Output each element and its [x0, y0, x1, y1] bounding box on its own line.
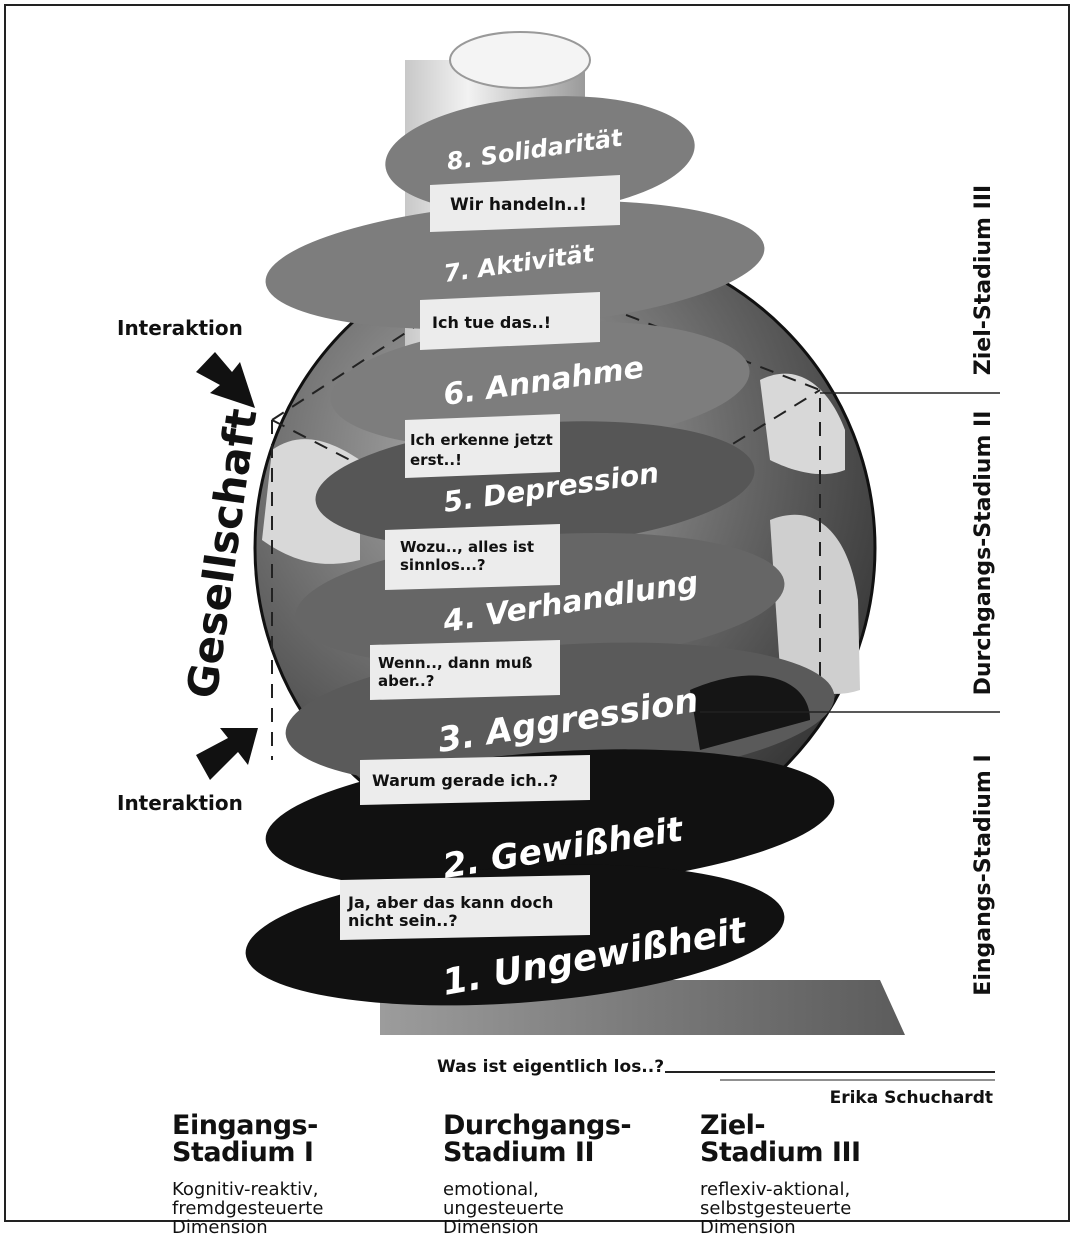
legend-eingangs-title-line2: Stadium I — [172, 1137, 314, 1168]
legend-durchgangs-desc-line1: emotional, — [443, 1179, 539, 1200]
legend-eingangs-desc-line1: Kognitiv-reaktiv, — [172, 1179, 319, 1200]
quote-stage-6-line1: Ich erkenne jetzt — [410, 431, 553, 449]
interaction-label-top: Interaktion — [117, 316, 243, 340]
legend-eingangs-title: Eingangs- Stadium I — [172, 1112, 432, 1166]
quote-stage-2-line2: nicht sein..? — [348, 911, 458, 930]
legend-durchgangs-title-line1: Durchgangs- — [443, 1110, 632, 1141]
quote-stage-8: Wir handeln..! — [450, 195, 587, 215]
quote-stage-6-line2: erst..! — [410, 451, 462, 469]
legend-ziel-desc-line3: Dimension — [700, 1217, 796, 1238]
quote-bands — [340, 175, 620, 940]
side-label-ziel: Ziel-Stadium III — [971, 185, 996, 375]
quote-stage-4: Wenn.., dann muß aber..? — [378, 654, 538, 690]
legend-ziel-title-line1: Ziel- — [700, 1110, 766, 1141]
legend-eingangs-desc: Kognitiv-reaktiv, fremdgesteuerte Dimens… — [172, 1180, 432, 1237]
interaction-label-bottom: Interaktion — [117, 791, 243, 815]
legend-eingangs-title-line1: Eingangs- — [172, 1110, 318, 1141]
quote-stage-3: Warum gerade ich..? — [372, 771, 558, 790]
legend-ziel-title-line2: Stadium III — [700, 1137, 861, 1168]
quote-stage-2-line1: Ja, aber das kann doch — [347, 893, 553, 912]
quote-stage-6: Ich erkenne jetzt erst..! — [410, 431, 558, 469]
legend-ziel-title: Ziel- Stadium III — [700, 1112, 960, 1166]
side-label-durchgangs: Durchgangs-Stadium II — [971, 411, 996, 696]
legend-durchgangs-desc: emotional, ungesteuerte Dimension — [443, 1180, 703, 1237]
interaction-arrow-top-icon — [196, 352, 255, 408]
quote-stage-4-line2: aber..? — [378, 672, 434, 690]
legend-ziel-desc: reflexiv-aktional, selbstgesteuerte Dime… — [700, 1180, 960, 1237]
legend-durchgangs: Durchgangs- Stadium II emotional, ungest… — [443, 1112, 703, 1237]
legend-durchgangs-title: Durchgangs- Stadium II — [443, 1112, 703, 1166]
legend-ziel: Ziel- Stadium III reflexiv-aktional, sel… — [700, 1112, 960, 1237]
author-name: Erika Schuchardt — [830, 1088, 993, 1108]
quote-stage-1: Was ist eigentlich los..? — [437, 1057, 664, 1077]
legend-durchgangs-title-line2: Stadium II — [443, 1137, 595, 1168]
legend-ziel-desc-line2: selbstgesteuerte — [700, 1198, 852, 1219]
sphere-band — [770, 514, 860, 694]
legend-durchgangs-desc-line2: ungesteuerte — [443, 1198, 564, 1219]
society-label: Gesellschaft — [177, 406, 266, 702]
quote-stage-5: Wozu.., alles ist sinnlos...? — [400, 538, 539, 574]
interaction-arrow-bottom-icon — [196, 728, 258, 780]
legend-eingangs-desc-line2: fremdgesteuerte — [172, 1198, 324, 1219]
diagram-frame — [4, 4, 1070, 1222]
sphere-band — [760, 373, 845, 475]
legend-eingangs-desc-line3: Dimension — [172, 1217, 268, 1238]
quote-stage-7: Ich tue das..! — [432, 313, 551, 332]
quote-stage-4-line1: Wenn.., dann muß — [378, 654, 533, 672]
legend-eingangs: Eingangs- Stadium I Kognitiv-reaktiv, fr… — [172, 1112, 432, 1237]
stage-disc-6 — [330, 321, 750, 449]
legend-durchgangs-desc-line3: Dimension — [443, 1217, 539, 1238]
side-separators — [700, 392, 1000, 713]
quote-stage-5-line1: Wozu.., alles ist — [400, 538, 534, 556]
stage-disc-7 — [265, 200, 765, 330]
quote-stage-5-line2: sinnlos...? — [400, 556, 486, 574]
sphere-band — [262, 439, 360, 564]
spiral-top — [449, 31, 591, 89]
quote-stage-2: Ja, aber das kann doch nicht sein..? — [347, 893, 559, 930]
legend-ziel-desc-line1: reflexiv-aktional, — [700, 1179, 851, 1200]
side-label-eingangs: Eingangs-Stadium I — [971, 754, 996, 995]
